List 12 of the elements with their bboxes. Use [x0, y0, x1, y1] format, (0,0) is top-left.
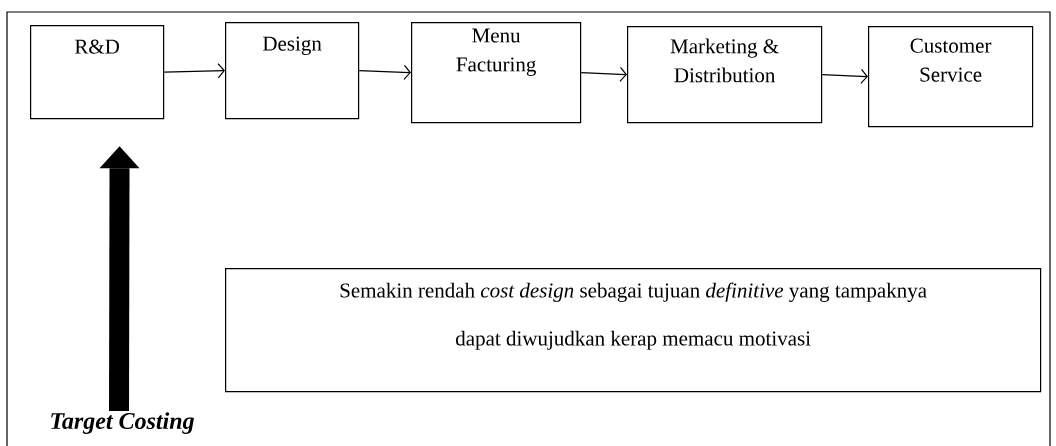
note-box: Semakin rendah cost design sebagai tujuan definitive yang tampaknya dapat diwujudkan kerap memacu motivasi — [225, 268, 1042, 393]
arrow — [580, 66, 627, 82]
arrow — [821, 68, 868, 84]
process-box: Marketing & Distribution — [627, 26, 823, 124]
arrow — [163, 63, 225, 79]
arrow-label: Target Costing — [51, 412, 194, 434]
arrow — [99, 146, 140, 411]
arrow — [358, 64, 411, 80]
process-box: R&D — [30, 25, 165, 120]
process-box: Menu Facturing — [411, 22, 582, 124]
process-box: Customer Service — [868, 26, 1034, 128]
process-box: Design — [225, 22, 360, 120]
